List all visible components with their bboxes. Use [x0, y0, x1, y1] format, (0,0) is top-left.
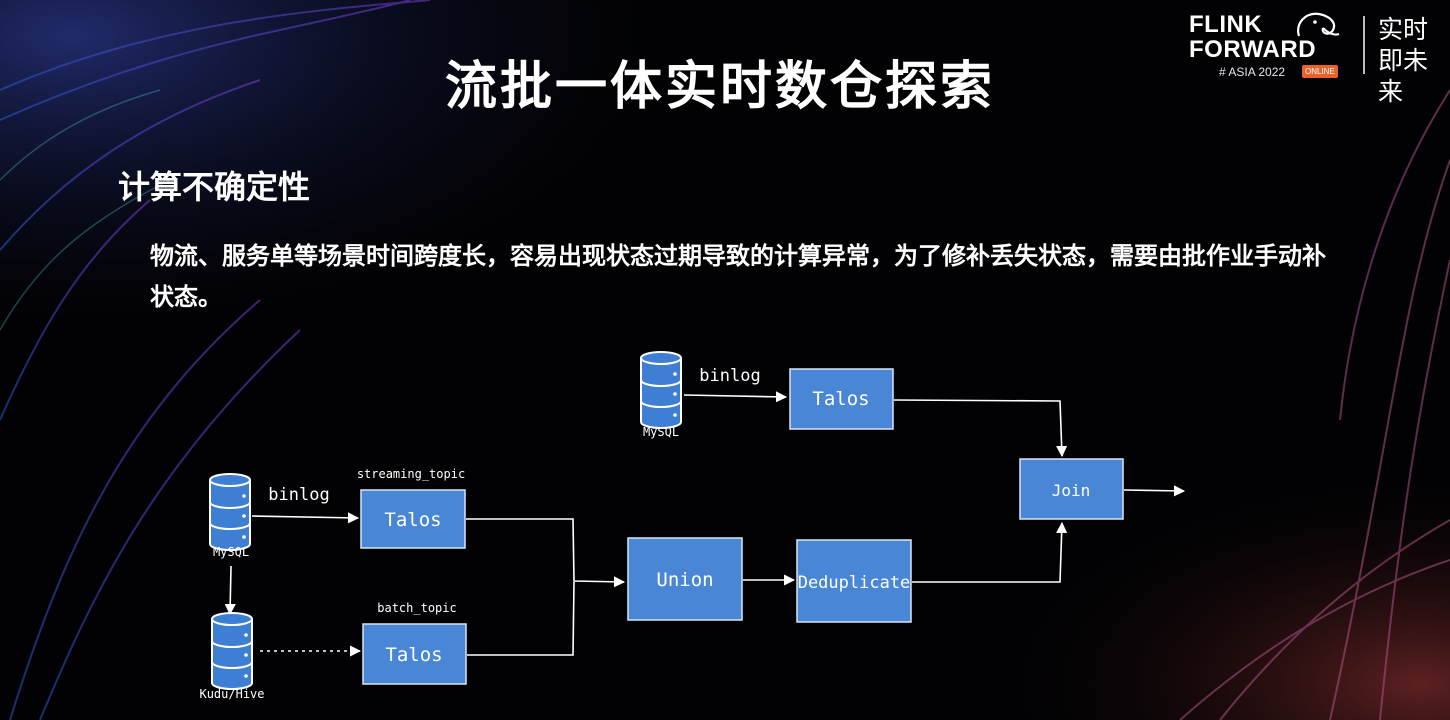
edge-label-binlog-left: binlog	[268, 485, 329, 505]
mysql-top-database-icon	[640, 351, 682, 429]
db-label-mysql-top: MySQL	[643, 425, 679, 439]
logo-line-flink: FLINK	[1189, 11, 1263, 38]
edge-label-binlog-top: binlog	[699, 366, 760, 386]
talos-streaming-box	[360, 489, 466, 549]
join-label: Join	[1052, 481, 1091, 500]
flink-forward-logo: FLINK FORWARD # ASIA 2022 ONLINE 实时即未来	[1185, 10, 1450, 107]
edge-dedup-to-join	[912, 521, 1068, 583]
db-label-mysql-left: MySQL	[213, 545, 249, 559]
talos-batch-box	[362, 623, 467, 685]
event-label: # ASIA 2022	[1219, 65, 1286, 79]
edge-mysql-top-to-talos	[683, 391, 788, 403]
mysql-left-database-icon	[209, 473, 251, 551]
logo-divider	[1363, 16, 1365, 74]
edge-label-batch-topic: batch_topic	[377, 601, 456, 615]
edge-label-streaming-topic: streaming_topic	[357, 467, 465, 481]
online-badge: ONLINE	[1302, 65, 1338, 78]
slide-title: 流批一体实时数仓探索	[444, 57, 995, 117]
description-text: 物流、服务单等场景时间跨度长，容易出现状态过期导致的计算异常，为了修补丢失状态，…	[150, 242, 1326, 311]
squirrel-icon	[1297, 12, 1340, 37]
edge-mysql-to-kudu	[224, 565, 236, 616]
db-label-kudu-hive: Kudu/Hive	[199, 687, 264, 701]
union-label: Union	[656, 569, 713, 591]
kudu-hive-database-icon	[211, 612, 253, 690]
edge-talos-top-to-join	[893, 399, 1068, 458]
deduplicate-label: Deduplicate	[798, 573, 911, 593]
edge-join-output	[1123, 485, 1186, 497]
section-heading: 计算不确定性	[118, 168, 311, 206]
talos-batch-label: Talos	[385, 644, 442, 666]
talos-streaming-label: Talos	[384, 509, 441, 531]
join-box	[1019, 458, 1124, 520]
logo-slogan: 实时即未来	[1378, 15, 1429, 106]
edge-mysql-left-to-talos	[251, 512, 360, 524]
edge-talos-batch-to-union	[467, 581, 575, 656]
deduplicate-box	[796, 539, 912, 623]
edge-talos-stream-to-union	[466, 518, 626, 588]
logo-line-forward: FORWARD	[1189, 36, 1317, 63]
talos-top-box	[789, 368, 894, 430]
talos-top-label: Talos	[812, 388, 869, 410]
union-box	[627, 537, 743, 621]
